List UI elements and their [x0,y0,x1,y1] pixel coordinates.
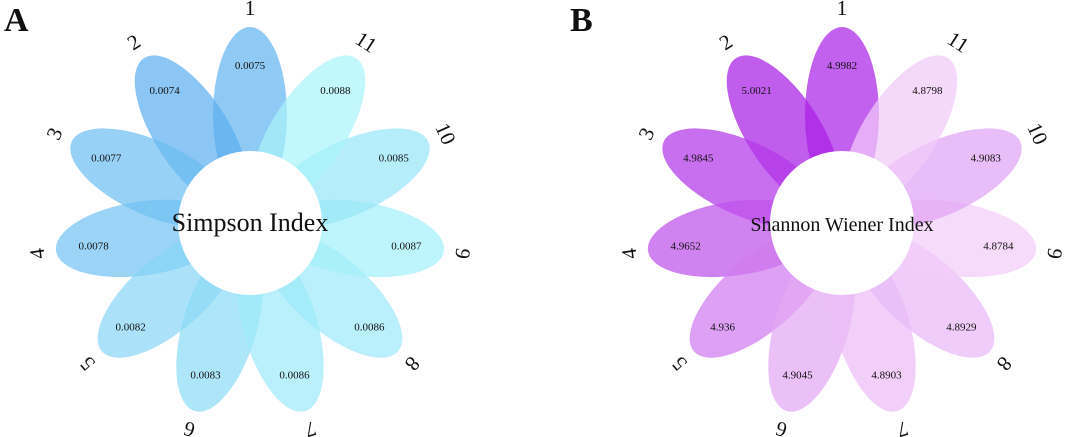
petal-number-label: 7 [894,416,911,437]
petal-number-label: 1 [837,0,848,20]
petal-value-label: 0.0085 [379,152,410,164]
petal-number-label: 11 [943,27,973,58]
center-circle [178,151,322,295]
center-circle [770,151,914,295]
petal-value-label: 4.8929 [946,322,977,334]
petal-value-label: 0.0082 [115,322,145,334]
petal-value-label: 0.0074 [149,85,180,97]
petal-number-label: 7 [302,416,319,437]
petal-number-label: 10 [1022,119,1053,148]
petal-value-label: 4.8784 [983,241,1014,253]
petal-value-label: 0.0078 [78,241,109,253]
petal-value-label: 0.0088 [320,85,351,97]
petal-number-label: 5 [667,352,692,376]
petal-number-label: 4 [25,246,50,260]
petal-value-label: 0.0075 [235,60,266,72]
center-title: Simpson Index [172,208,329,237]
petal-number-label: 8 [400,352,425,376]
panel-label-a: A [4,2,29,39]
petal-number-label: 6 [181,416,198,437]
petal-value-label: 4.9845 [683,152,714,164]
center-title: Shannon Wiener Index [750,214,933,236]
simpson-flower-chart: 0.0075 1 0.0074 2 0.0077 3 0.0078 4 0.0082 5 0.008… [25,0,476,437]
petal-value-label: 4.9083 [971,152,1002,164]
petal-value-label: 0.0077 [91,152,122,164]
petal-number-label: 9 [1042,247,1065,261]
petal-number-label: 6 [773,416,790,437]
petal-value-label: 0.0087 [391,241,422,253]
petal-number-label: 5 [75,352,100,376]
petal-value-label: 4.9982 [827,60,857,72]
petal-value-label: 4.936 [710,322,735,334]
panel-label-b: B [570,2,593,39]
petal-number-label: 3 [633,124,659,144]
petal-number-label: 2 [123,29,145,55]
shannon-wiener-panel: B 4.9982 1 5.0021 2 4.9845 3 4.9652 4 4.936 5 4.90… [532,0,1065,437]
petal-number-label: 4 [617,246,642,260]
petal-number-label: 10 [430,119,461,148]
petal-value-label: 0.0086 [354,322,385,334]
petal-number-label: 8 [992,352,1017,376]
petal-value-label: 0.0086 [279,370,310,382]
petal-value-label: 5.0021 [741,85,771,97]
petal-value-label: 0.0083 [190,370,221,382]
petal-value-label: 4.9652 [670,241,700,253]
petal-value-label: 4.8798 [912,85,943,97]
petal-value-label: 4.8903 [871,370,902,382]
petal-number-label: 11 [351,27,381,58]
petal-value-label: 4.9045 [782,370,813,382]
petal-number-label: 1 [245,0,256,20]
shannon-wiener-flower-chart: 4.9982 1 5.0021 2 4.9845 3 4.9652 4 4.936 5 4.9045… [617,0,1065,437]
petal-number-label: 3 [41,124,67,144]
petal-number-label: 9 [450,247,475,261]
petal-number-label: 2 [715,29,737,55]
